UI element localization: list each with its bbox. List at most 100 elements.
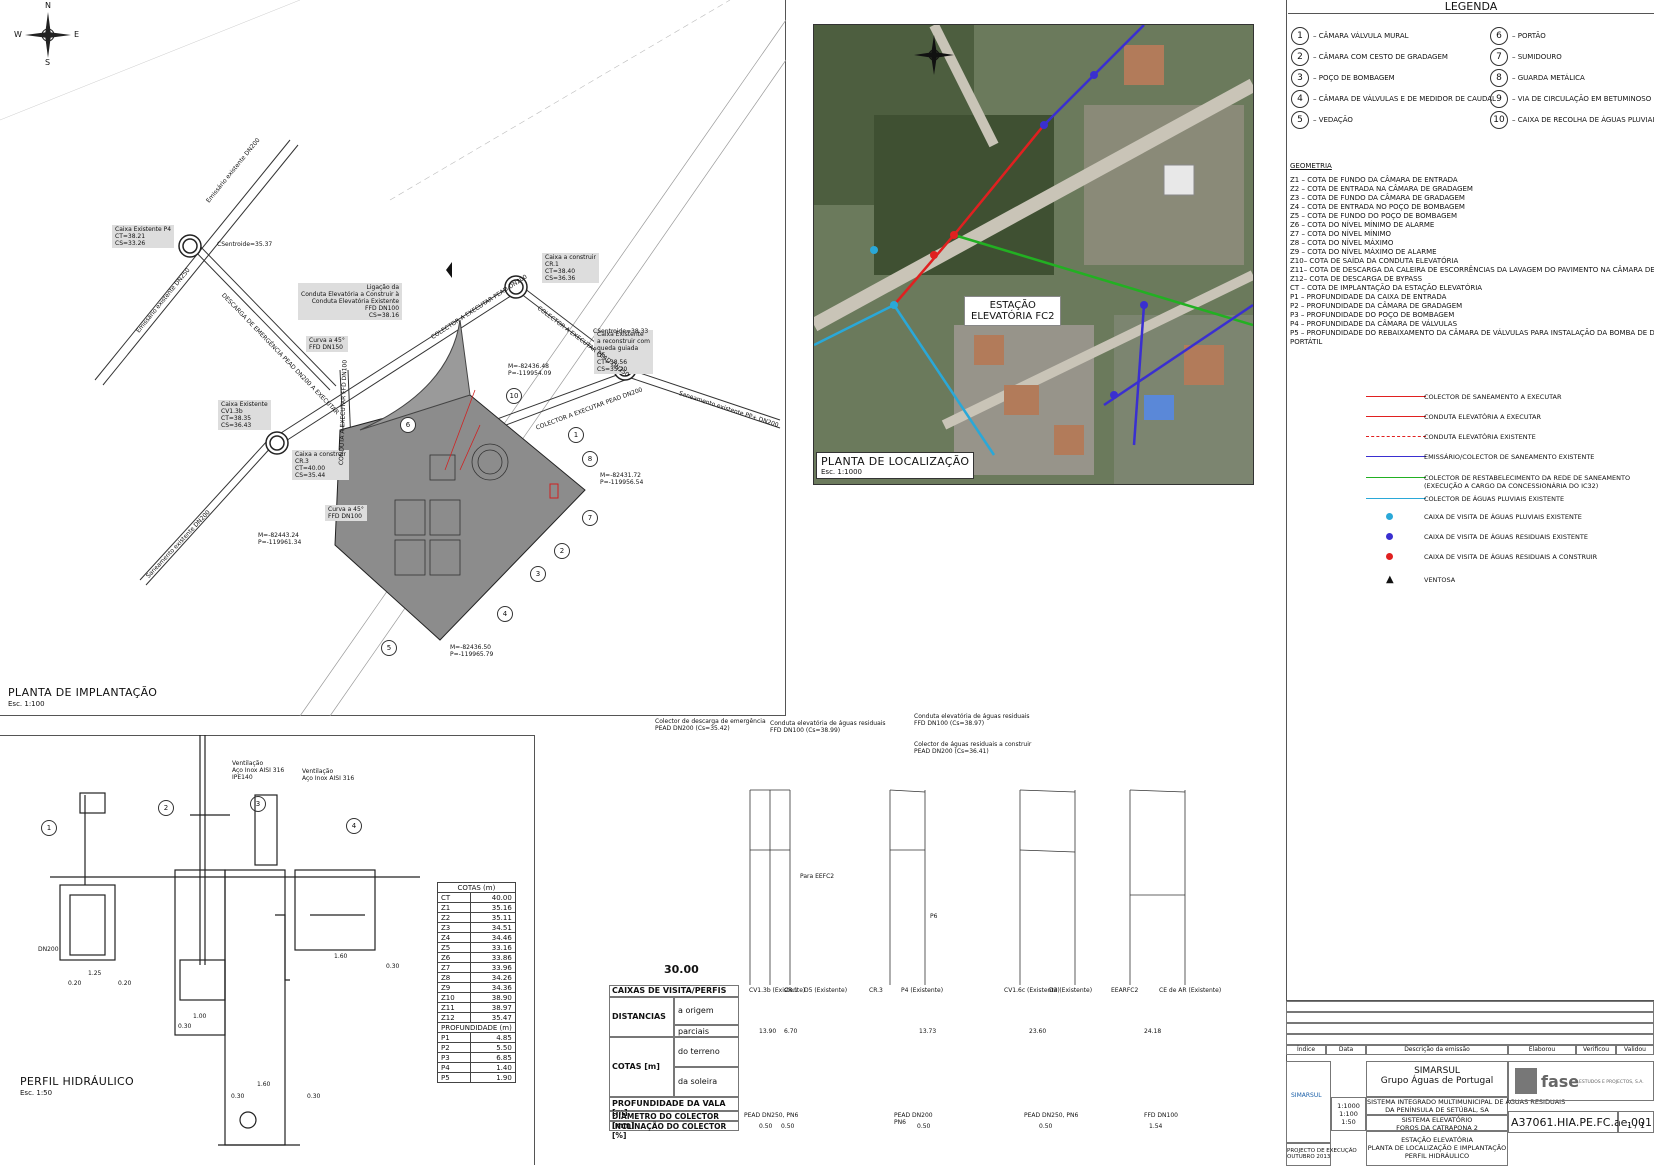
callout-3: 3 (530, 566, 546, 582)
compass-n: N (45, 1, 51, 10)
vent1-label: Ventilação Aço Inox AISI 316 IPE140 (232, 760, 285, 781)
inclinacao-value: 1.54 (1149, 1123, 1163, 1130)
prof-value: 5.50 (469, 1042, 516, 1053)
callout-10: 10 (506, 388, 522, 404)
compass-rose-icon (25, 12, 71, 58)
geometria-item: P2 – PROFUNDIDADE DA CÂMARA DE GRADAGEM (1290, 302, 1463, 310)
legend-symbol-text: EMISSÁRIO/COLECTOR DE SANEAMENTO EXISTEN… (1424, 453, 1595, 461)
rev-header: Elaborou (1508, 1045, 1576, 1055)
rev-row (1286, 1023, 1654, 1034)
aerial-photo (813, 24, 1254, 485)
prof-key: P2 (437, 1042, 471, 1053)
cota-key: Z10 (437, 992, 471, 1003)
localizacao-title-box: PLANTA DE LOCALIZAÇÃO Esc. 1:1000 (816, 452, 975, 479)
geometria-item: P5 – PROFUNDIDADE DO REBAIXAMENTO DA CÂM… (1290, 329, 1654, 337)
row-do-terreno-label: do terreno (678, 1047, 720, 1056)
geometria-item: Z1 – COTA DE FUNDO DA CÂMARA DE ENTRADA (1290, 176, 1458, 184)
cota-value: 34.51 (469, 922, 516, 933)
callout-7: 7 (582, 510, 598, 526)
geometria-item: Z8 – COTA DO NÍVEL MÁXIMO (1290, 239, 1394, 247)
dim-8: 0.30 (231, 1093, 245, 1100)
note-descarga: Colector de descarga de emergência PEAD … (655, 718, 766, 732)
scales-value: 1:1000 1:100 1:50 (1337, 1102, 1360, 1126)
localizacao-title: PLANTA DE LOCALIZAÇÃO (821, 455, 970, 468)
legend-line-2 (1366, 436, 1426, 437)
cota-key: Z9 (437, 982, 471, 993)
parcial-value: 6.70 (784, 1028, 798, 1035)
dim-6: 1.60 (334, 953, 348, 960)
geometria-item: PORTÁTIL (1290, 338, 1323, 346)
cota-key: Z4 (437, 932, 471, 943)
row-diametro: DIAMETRO DO COLECTOR [mm] (609, 1111, 739, 1130)
legend-symbol-text: COLECTOR DE SANEAMENTO A EXECUTAR (1424, 393, 1562, 401)
parcial-value: 23.60 (1029, 1028, 1047, 1035)
rev-header: Data (1326, 1045, 1366, 1055)
part-name: SISTEMA ELEVATÓRIO FOROS DA CATRAPONA 2 (1396, 1116, 1478, 1132)
cota-key: Z11 (437, 1002, 471, 1013)
legend-text-8: – GUARDA METÁLICA (1512, 74, 1585, 82)
legend-text-1: – CÂMARA VÁLVULA MURAL (1313, 32, 1409, 40)
dim-3: 0.20 (118, 980, 132, 987)
box-curva2: Curva a 45° FFD DN100 (325, 505, 367, 521)
geometria-item: Z10– COTA DE SAÍDA DA CONDUTA ELEVATÓRIA (1290, 257, 1459, 265)
implantacao-scale: Esc. 1:100 (8, 700, 45, 708)
geometria-item: P3 – PROFUNDIDADE DO POÇO DE BOMBAGEM (1290, 311, 1455, 319)
fase-logo-icon (1515, 1068, 1537, 1094)
box-cv13b: Caixa Existente CV1.3b CT=38.35 CS=36.43 (218, 400, 271, 430)
perfil-scale-value: 30.00 (664, 963, 699, 976)
row-cotas: COTAS [m] (609, 1037, 674, 1097)
compass-s: S (45, 58, 51, 67)
implantacao-frame (0, 0, 786, 716)
rev-header: Descrição da emissão (1366, 1045, 1508, 1055)
row-diametro-label: DIAMETRO DO COLECTOR [mm] (612, 1112, 720, 1130)
firm-cell: fase ESTUDOS E PROJECTOS, S.A. (1508, 1061, 1654, 1101)
cota-value: 34.26 (469, 972, 516, 983)
geometria-item: CT – COTA DE IMPLANTAÇÃO DA ESTAÇÃO ELEV… (1290, 284, 1483, 292)
callout-1: 1 (568, 427, 584, 443)
implantacao-drawing (0, 0, 786, 716)
scales-cell: 1:1000 1:100 1:50 (1331, 1097, 1366, 1131)
perfis-col-2: D5 (Existente) (804, 987, 848, 994)
cota-key: Z5 (437, 942, 471, 953)
legend-text-5: – VEDAÇÃO (1313, 116, 1353, 124)
legend-dot-6 (1386, 513, 1393, 520)
inclinacao-value: 0.50 (917, 1123, 931, 1130)
cota-value: 35.11 (469, 912, 516, 923)
row-da-soleira: da soleira (674, 1067, 739, 1097)
callout-2: 2 (554, 543, 570, 559)
cota-value: 38.97 (469, 1002, 516, 1013)
prof-value: 6.85 (469, 1052, 516, 1063)
geometria-item: Z3 – COTA DE FUNDO DA CÂMARA DE GRADAGEM (1290, 194, 1465, 202)
perfis-col-3: CR.3 (869, 987, 883, 994)
geometria-item: P4 – PROFUNDIDADE DA CÂMARA DE VÁLVULAS (1290, 320, 1458, 328)
legend-num-4: 4 (1291, 90, 1309, 108)
legend-num-6: 6 (1490, 27, 1508, 45)
perfil-callout-2: 2 (158, 800, 174, 816)
perfil-scale: Esc. 1:50 (20, 1089, 53, 1097)
callout-8: 8 (582, 451, 598, 467)
perfis-col-6: D3 (Existente) (1049, 987, 1093, 994)
cota-key: Z3 (437, 922, 471, 933)
perfis-col-1: CR.1 (784, 987, 798, 994)
legend-num-3: 3 (1291, 69, 1309, 87)
geometria-title: GEOMETRIA (1290, 162, 1332, 170)
row-da-soleira-label: da soleira (678, 1077, 718, 1086)
coord-label-4: M=-82436.50 P=-119965.79 (450, 644, 494, 658)
row-prof-vala: PROFUNDIDADE DA VALA [m] (609, 1097, 739, 1117)
geometria-item: Z6 – COTA DO NÍVEL MÍNIMO DE ALARME (1290, 221, 1435, 229)
dim-5: 0.30 (178, 1023, 192, 1030)
simarsul-logo: SIMARSUL (1291, 1092, 1322, 1099)
perfis-col-4: P4 (Existente) (901, 987, 944, 994)
prof-key: P3 (437, 1052, 471, 1063)
legend-symbol-text: CONDUTA ELEVATÓRIA EXISTENTE (1424, 433, 1536, 441)
cota-value: 38.90 (469, 992, 516, 1003)
perfis-col-7: EEARFC2 (1111, 987, 1139, 994)
legend-symbol-text: CAIXA DE VISITA DE ÁGUAS RESIDUAIS A CON… (1424, 553, 1598, 561)
prof-header: PROFUNDIDADE (m) (437, 1022, 516, 1033)
legend-line-3 (1366, 456, 1426, 457)
